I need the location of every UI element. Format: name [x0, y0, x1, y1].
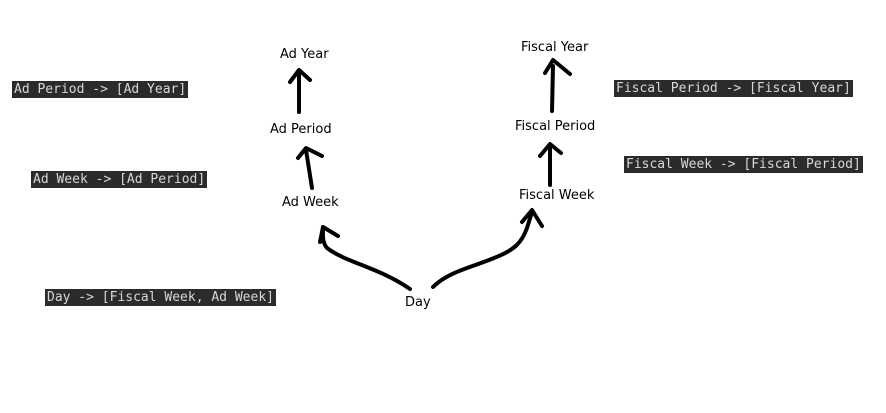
- arrow-ad-period-to-ad-year: [288, 68, 312, 114]
- code-fiscal-period-map: Fiscal Period -> [Fiscal Year]: [614, 80, 853, 97]
- code-ad-period-map: Ad Period -> [Ad Year]: [12, 81, 189, 98]
- arrow-day-to-fiscal-week: [431, 208, 544, 289]
- node-fiscal-period: Fiscal Period: [515, 119, 596, 134]
- node-ad-period: Ad Period: [270, 122, 332, 137]
- arrow-fiscal-week-to-fiscal-period: [538, 142, 563, 187]
- node-fiscal-week: Fiscal Week: [519, 188, 595, 203]
- node-day: Day: [405, 295, 431, 310]
- code-ad-week-map: Ad Week -> [Ad Period]: [31, 171, 208, 188]
- node-fiscal-year: Fiscal Year: [521, 40, 589, 55]
- arrow-day-to-ad-week: [318, 225, 412, 291]
- code-fiscal-week-map: Fiscal Week -> [Fiscal Period]: [624, 156, 863, 173]
- node-ad-week: Ad Week: [282, 195, 339, 210]
- arrow-fiscal-period-to-fiscal-year: [543, 58, 572, 113]
- arrow-ad-week-to-ad-period: [296, 146, 324, 190]
- code-day-map: Day -> [Fiscal Week, Ad Week]: [45, 289, 276, 306]
- node-ad-year: Ad Year: [280, 47, 329, 62]
